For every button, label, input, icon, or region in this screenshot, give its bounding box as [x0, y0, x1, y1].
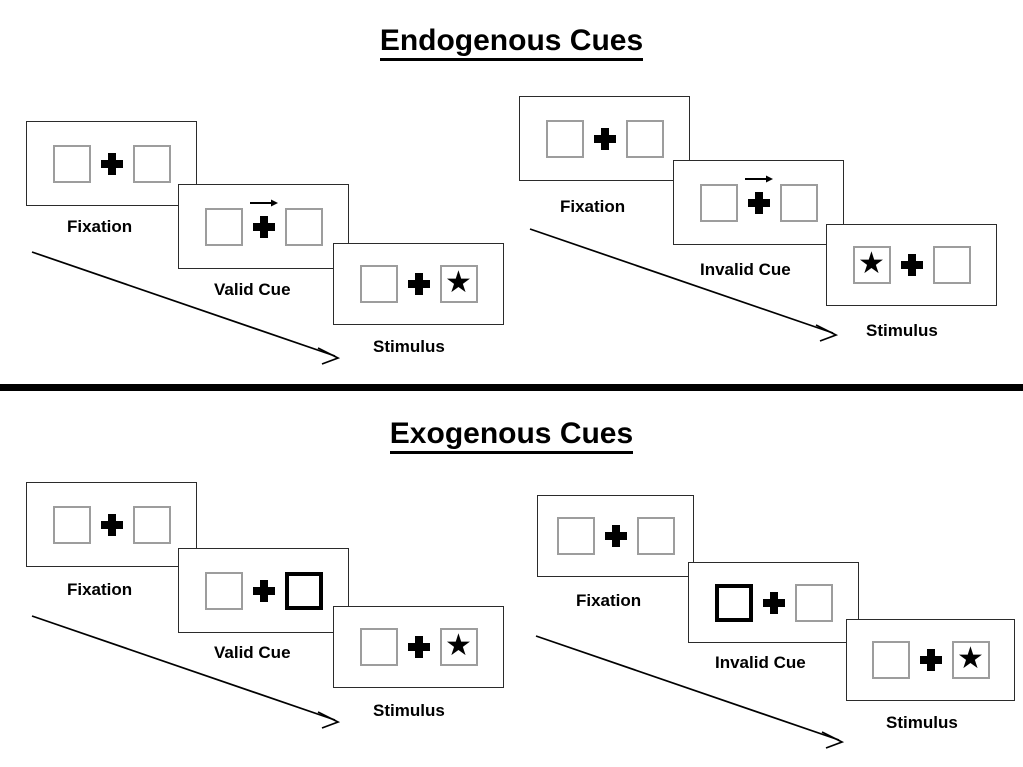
- section-divider: [0, 384, 1023, 391]
- fixation-cross-icon: [249, 199, 278, 238]
- star-icon: ★: [445, 266, 472, 299]
- caption-endo-invalid-cue: Invalid Cue: [700, 260, 791, 279]
- caption-endo-valid-stimulus: Stimulus: [373, 337, 445, 356]
- panel-endo-invalid-fixation[interactable]: [519, 96, 690, 181]
- right-box: [625, 119, 664, 158]
- right-box: [284, 207, 323, 246]
- left-box-target: ★: [852, 246, 891, 284]
- right-box-target: ★: [439, 265, 478, 303]
- panel-content: ★: [359, 628, 478, 666]
- panel-content: ★: [852, 246, 971, 284]
- caption-exo-valid-fixation: Fixation: [67, 580, 133, 599]
- caption-exo-invalid-stimulus: Stimulus: [886, 713, 958, 732]
- fixation-cross-icon: [900, 254, 923, 276]
- left-box: [556, 517, 595, 555]
- arrow-right-cue-icon: [249, 199, 279, 209]
- caption-endo-valid-fixation: Fixation: [67, 217, 133, 236]
- right-box: [779, 183, 818, 222]
- panel-endo-valid-cue[interactable]: [178, 184, 349, 269]
- star-icon: ★: [858, 247, 885, 280]
- panel-content: [699, 175, 818, 222]
- panel-exo-invalid-fixation[interactable]: [537, 495, 694, 577]
- left-box-cued: [714, 583, 753, 622]
- panel-endo-valid-stimulus[interactable]: ★: [333, 243, 504, 325]
- panel-content: [204, 571, 323, 610]
- caption-endo-invalid-stimulus: Stimulus: [866, 321, 938, 340]
- panel-exo-invalid-stimulus[interactable]: ★: [846, 619, 1015, 701]
- panel-content: ★: [871, 641, 990, 679]
- left-box: [204, 207, 243, 246]
- panel-endo-valid-fixation[interactable]: [26, 121, 197, 206]
- arrow-right-cue-icon: [744, 175, 774, 185]
- star-icon: ★: [445, 629, 472, 662]
- left-box: [359, 265, 398, 303]
- section-title-exogenous: Exogenous Cues: [0, 417, 1023, 454]
- panel-content: [556, 517, 675, 555]
- star-icon: ★: [957, 642, 984, 675]
- fixation-cross-icon: [593, 127, 616, 150]
- section-title-endogenous-text: Endogenous Cues: [379, 24, 644, 61]
- fixation-cross-icon: [407, 273, 430, 295]
- fixation-cross-icon: [919, 649, 942, 671]
- left-box: [204, 571, 243, 610]
- caption-endo-valid-cue: Valid Cue: [214, 280, 291, 299]
- fixation-cross-icon: [744, 175, 773, 214]
- panel-content: [52, 505, 171, 544]
- left-box: [52, 144, 91, 183]
- panel-content: [52, 144, 171, 183]
- fixation-cross-icon: [407, 636, 430, 658]
- section-title-exogenous-text: Exogenous Cues: [389, 417, 634, 454]
- panel-content: [545, 119, 664, 158]
- left-box: [699, 183, 738, 222]
- left-box: [545, 119, 584, 158]
- right-box: [636, 517, 675, 555]
- right-box-target: ★: [439, 628, 478, 666]
- right-box: [132, 505, 171, 544]
- right-box: [932, 246, 971, 284]
- caption-exo-invalid-fixation: Fixation: [576, 591, 642, 610]
- panel-content: ★: [359, 265, 478, 303]
- fixation-cross-icon: [604, 525, 627, 547]
- left-box: [52, 505, 91, 544]
- right-box-target: ★: [951, 641, 990, 679]
- left-box: [871, 641, 910, 679]
- panel-endo-invalid-stimulus[interactable]: ★: [826, 224, 997, 306]
- right-box-cued: [284, 571, 323, 610]
- section-title-endogenous: Endogenous Cues: [0, 24, 1023, 61]
- panel-exo-valid-cue[interactable]: [178, 548, 349, 633]
- exogenous-invalid-timeline-arrow: [534, 632, 854, 752]
- panel-endo-invalid-cue[interactable]: [673, 160, 844, 245]
- panel-exo-valid-fixation[interactable]: [26, 482, 197, 567]
- right-box: [132, 144, 171, 183]
- fixation-cross-icon: [100, 513, 123, 536]
- fixation-cross-icon: [100, 152, 123, 175]
- caption-exo-valid-stimulus: Stimulus: [373, 701, 445, 720]
- caption-exo-invalid-cue: Invalid Cue: [715, 653, 806, 672]
- fixation-cross-icon: [762, 591, 785, 614]
- caption-exo-valid-cue: Valid Cue: [214, 643, 291, 662]
- panel-exo-invalid-cue[interactable]: [688, 562, 859, 643]
- left-box: [359, 628, 398, 666]
- caption-endo-invalid-fixation: Fixation: [560, 197, 626, 216]
- panel-content: [204, 199, 323, 246]
- panel-content: [714, 583, 833, 622]
- right-box: [794, 583, 833, 622]
- panel-exo-valid-stimulus[interactable]: ★: [333, 606, 504, 688]
- fixation-cross-icon: [252, 579, 275, 602]
